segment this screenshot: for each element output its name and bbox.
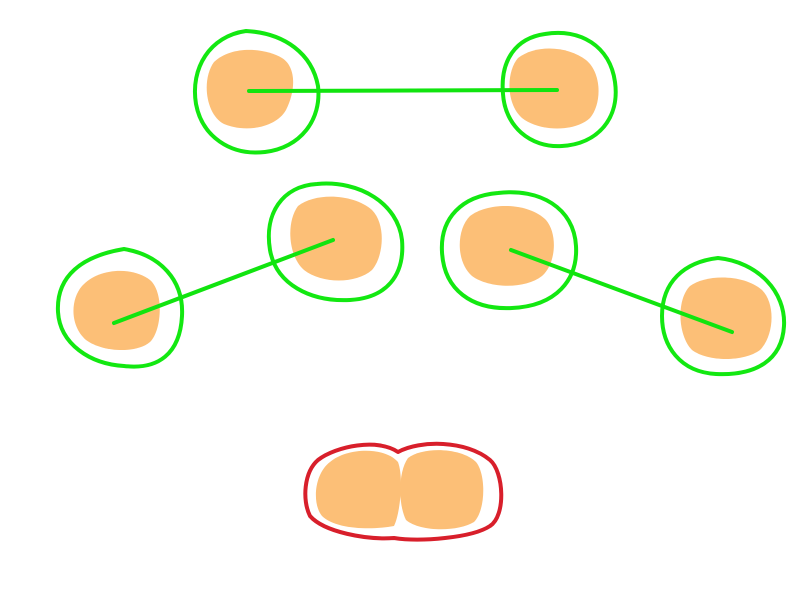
blob-left-outer (73, 270, 160, 351)
blob-right-outer (680, 277, 772, 359)
link-top (247, 88, 559, 93)
blob-left-inner (290, 196, 382, 281)
ring-right-outer (660, 256, 787, 377)
ring-top-left (193, 29, 321, 155)
blob-right-inner (459, 205, 554, 286)
blob-bottom-right (400, 450, 484, 530)
ring-right-inner (439, 190, 579, 311)
linked-pair-top (193, 29, 618, 155)
linked-pair-right (439, 190, 787, 377)
link-right (509, 248, 734, 334)
blob-bottom-left (315, 450, 401, 529)
ring-left-inner (266, 181, 405, 303)
ring-top-right (500, 30, 618, 149)
ring-left-outer (55, 247, 185, 369)
link-left (112, 238, 335, 325)
linked-pair-left (55, 181, 405, 369)
ring-merged-bottom (303, 441, 504, 542)
merged-group-bottom (303, 441, 504, 542)
